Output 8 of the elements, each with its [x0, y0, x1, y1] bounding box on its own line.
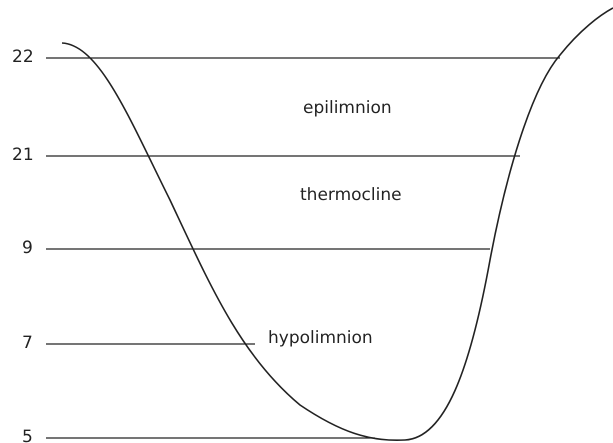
scale-value: 22 [12, 47, 34, 67]
scale-value: 5 [22, 427, 33, 443]
scale-value: 9 [22, 238, 33, 258]
layer-label: epilimnion [303, 98, 392, 118]
layer-label: hypolimnion [268, 328, 373, 348]
scale-value: 21 [12, 145, 34, 165]
layer-label: thermocline [300, 185, 402, 205]
scale-value: 7 [22, 333, 33, 353]
